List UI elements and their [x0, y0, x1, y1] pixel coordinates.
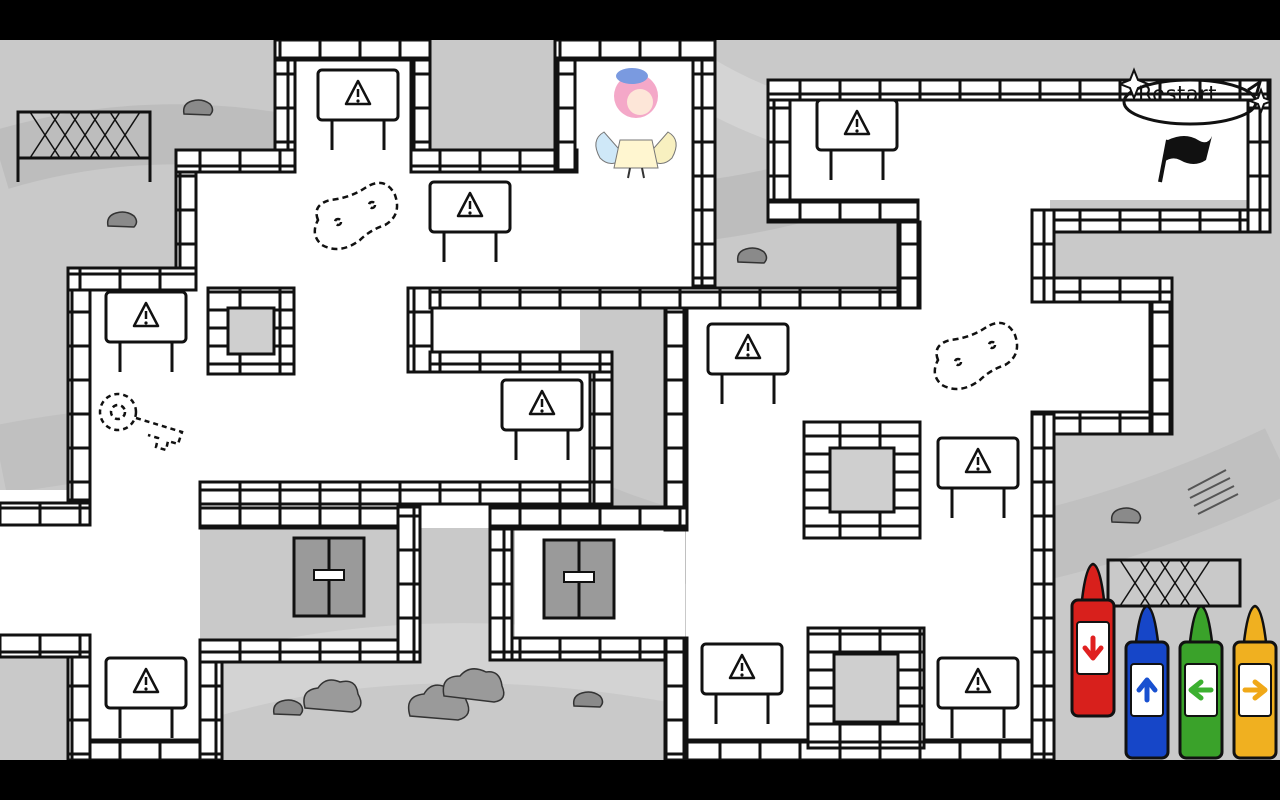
fence-icon	[16, 110, 1242, 608]
restart-label: Restart	[1138, 82, 1217, 106]
brick-walls	[0, 40, 1272, 760]
crayon-green-left[interactable]	[1176, 602, 1226, 760]
crayon-red-icon	[1070, 562, 1116, 718]
goal-flag-icon	[1158, 136, 1212, 183]
bone-icon	[313, 181, 399, 251]
restart-ring-icon	[1120, 67, 1270, 126]
cloud-bush-icon	[303, 668, 505, 721]
girl-character-icon	[595, 68, 677, 179]
pillar-blocks	[206, 286, 926, 750]
crayon-green-icon	[1178, 604, 1224, 760]
bone-icon	[933, 321, 1019, 391]
restart-button[interactable]: Restart	[1120, 62, 1270, 132]
key-icon	[98, 392, 184, 452]
grate-icon	[1187, 469, 1239, 515]
crayon-red-down[interactable]	[1068, 560, 1118, 720]
crayon-blue-icon	[1124, 604, 1170, 760]
crayon-yellow-icon	[1232, 604, 1278, 760]
game-viewport: Restart	[0, 40, 1280, 760]
crayon-blue-up[interactable]	[1122, 602, 1172, 760]
crayon-yellow-right[interactable]	[1230, 602, 1280, 760]
level-map	[0, 40, 1280, 760]
door-icon	[292, 536, 616, 620]
